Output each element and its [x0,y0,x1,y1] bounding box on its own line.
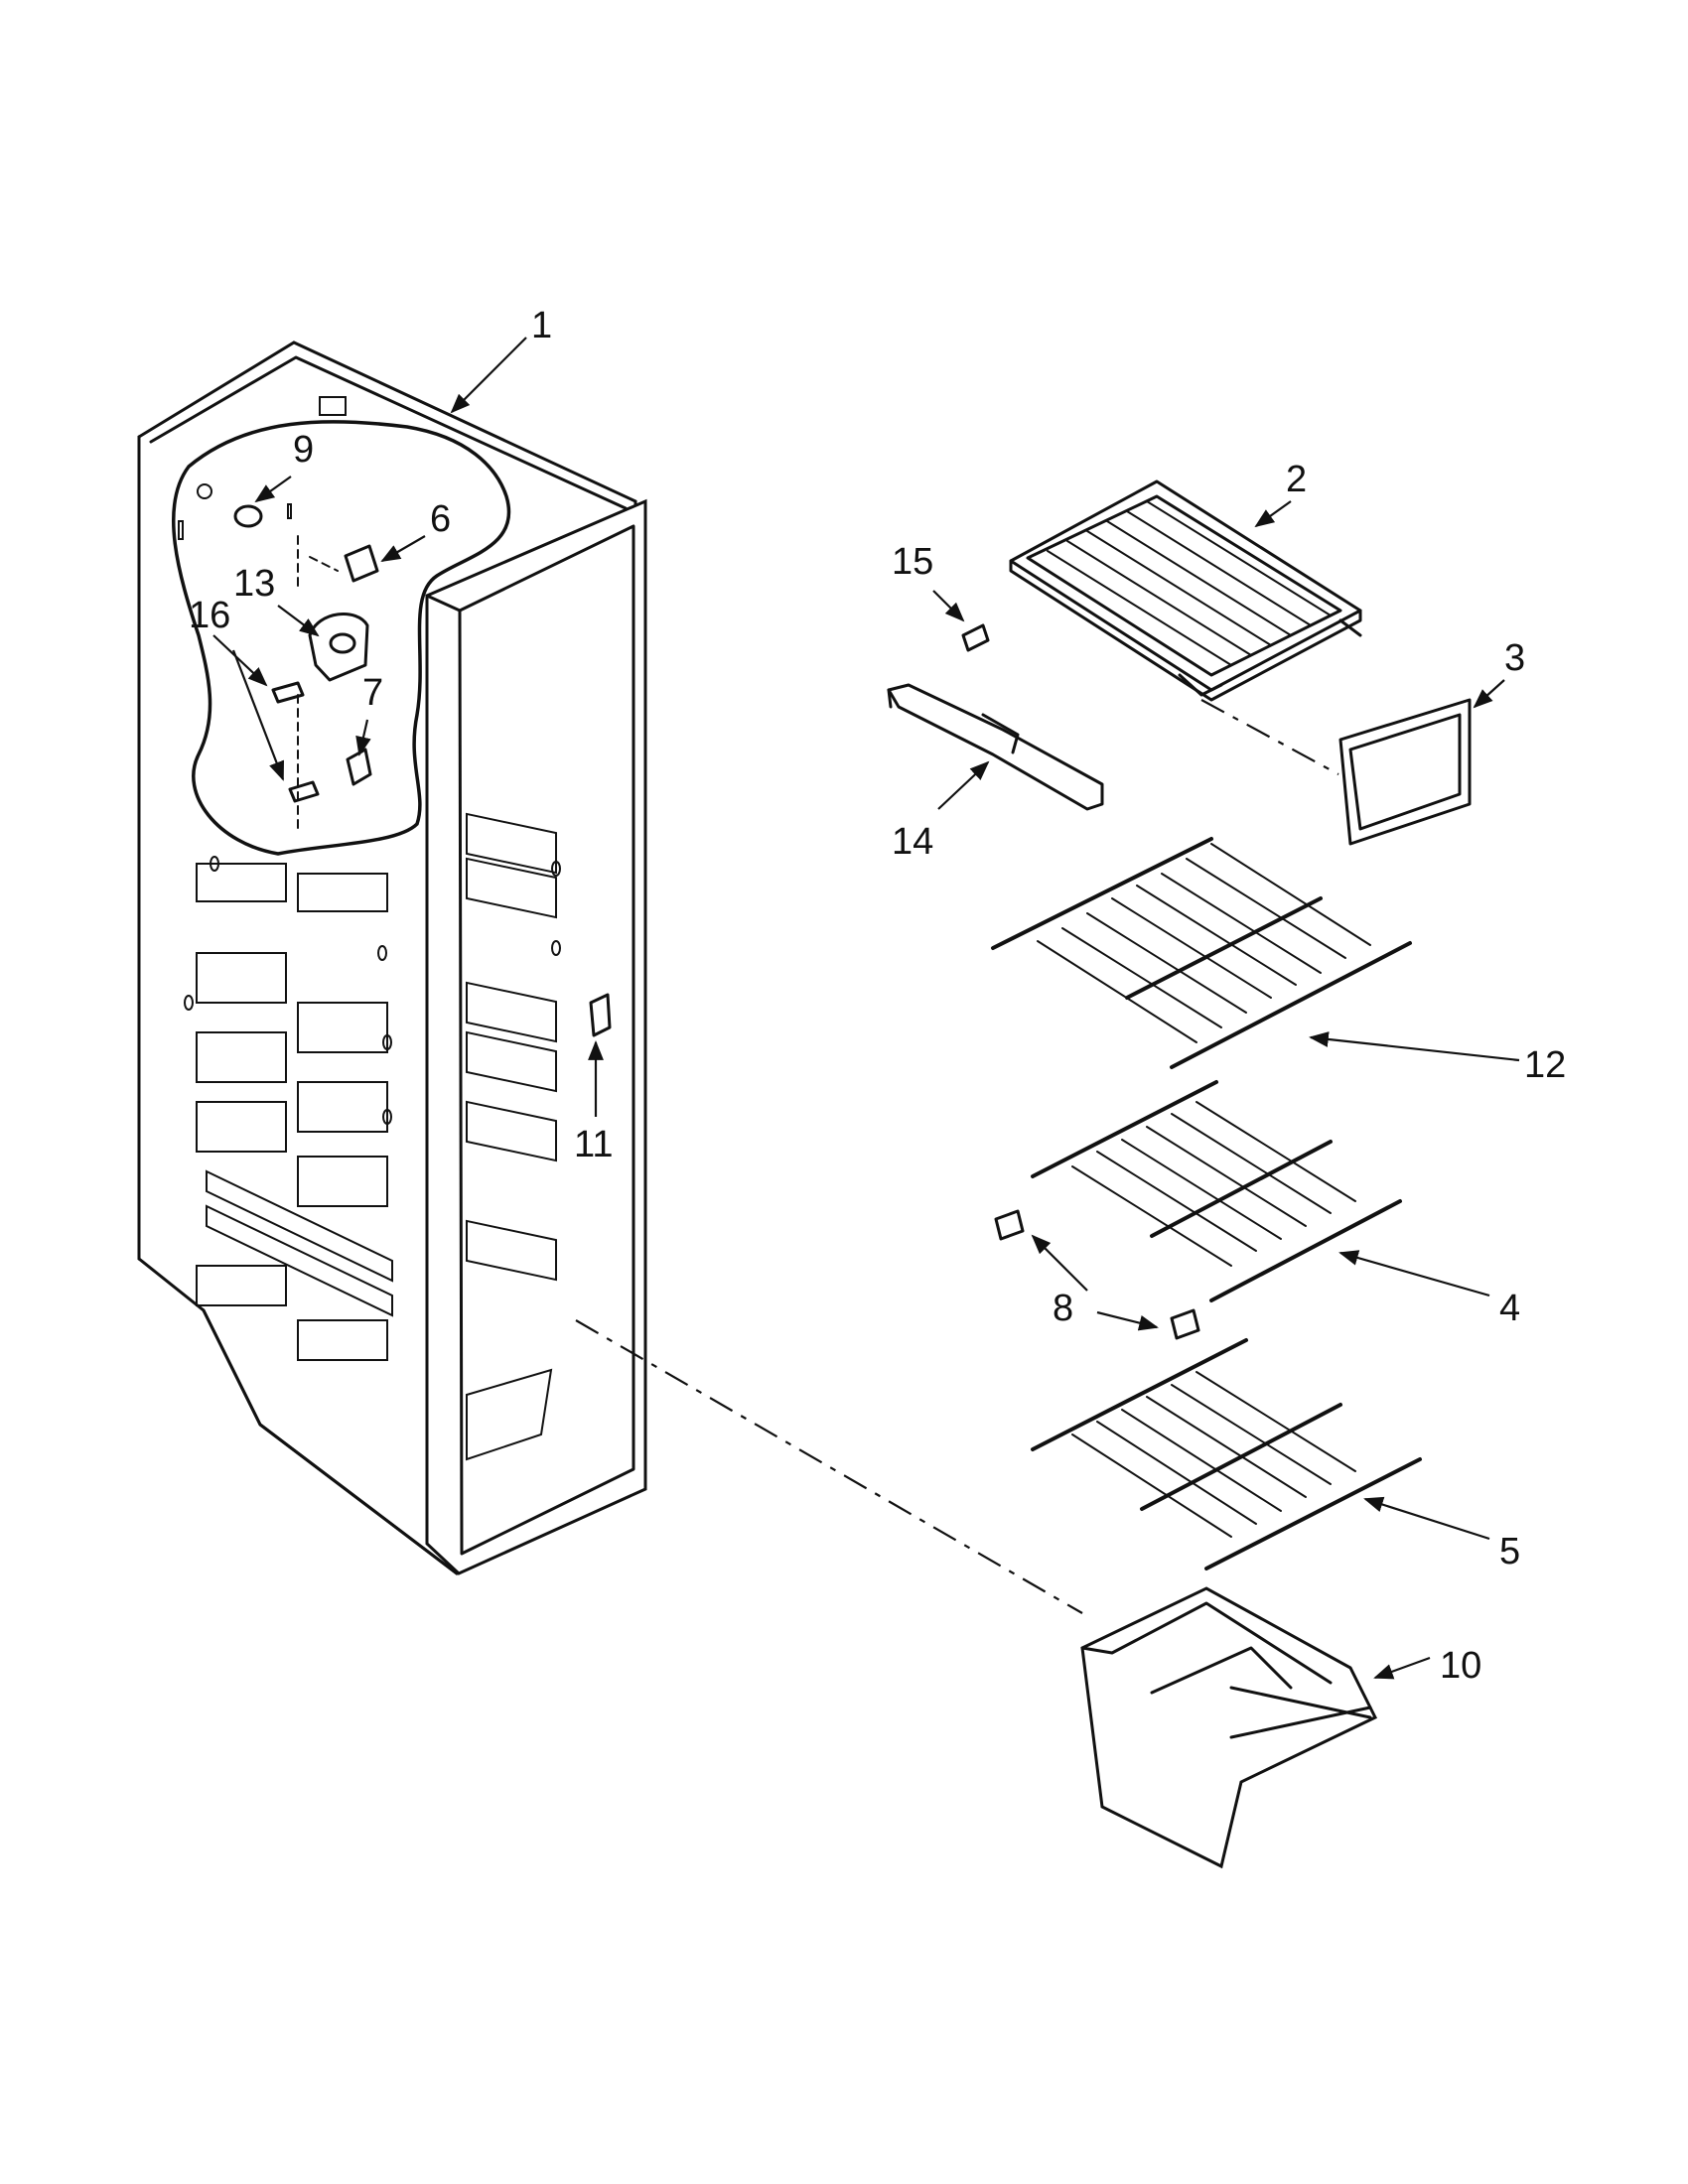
part-2-shelf-frame [1009,479,1362,702]
part-15-screw [961,623,990,652]
part-8-supports [994,1209,1200,1340]
callout-9: 9 [293,429,314,471]
callout-3: 3 [1504,637,1525,679]
liner-cutaway [171,396,511,856]
callout-1: 1 [531,305,552,346]
callout-15: 15 [892,541,933,583]
part-5-wire-shelf [1031,1338,1422,1570]
callout-labels: 1 2 3 4 5 6 7 8 9 10 11 12 13 14 15 16 [189,305,1566,1687]
liner-holes [184,856,561,1125]
leader-lines [212,337,1520,1680]
part-10-crisper-pan [1080,1586,1378,1869]
liner-side-slots [196,863,393,1361]
callout-13: 13 [233,563,275,605]
part-11-clip [589,993,612,1037]
part-12-wire-shelf [991,837,1412,1069]
part-3-trim [1338,698,1472,846]
callout-2: 2 [1286,459,1307,500]
callout-12: 12 [1524,1044,1566,1086]
callout-8: 8 [1053,1288,1073,1329]
callout-11: 11 [574,1124,613,1165]
callout-7: 7 [362,672,383,714]
callout-6: 6 [430,498,451,540]
callout-4: 4 [1499,1288,1520,1329]
part-4-wire-shelf [1031,1080,1402,1302]
crisper-assembly-dashline [575,1319,1083,1614]
callout-10: 10 [1440,1645,1481,1687]
callout-5: 5 [1499,1531,1520,1572]
callout-16: 16 [189,595,230,636]
trim-assembly-dashline [1200,699,1339,775]
part-14-bracket [887,683,1104,811]
liner-vent-slots [466,812,557,1282]
callout-14: 14 [892,821,933,863]
